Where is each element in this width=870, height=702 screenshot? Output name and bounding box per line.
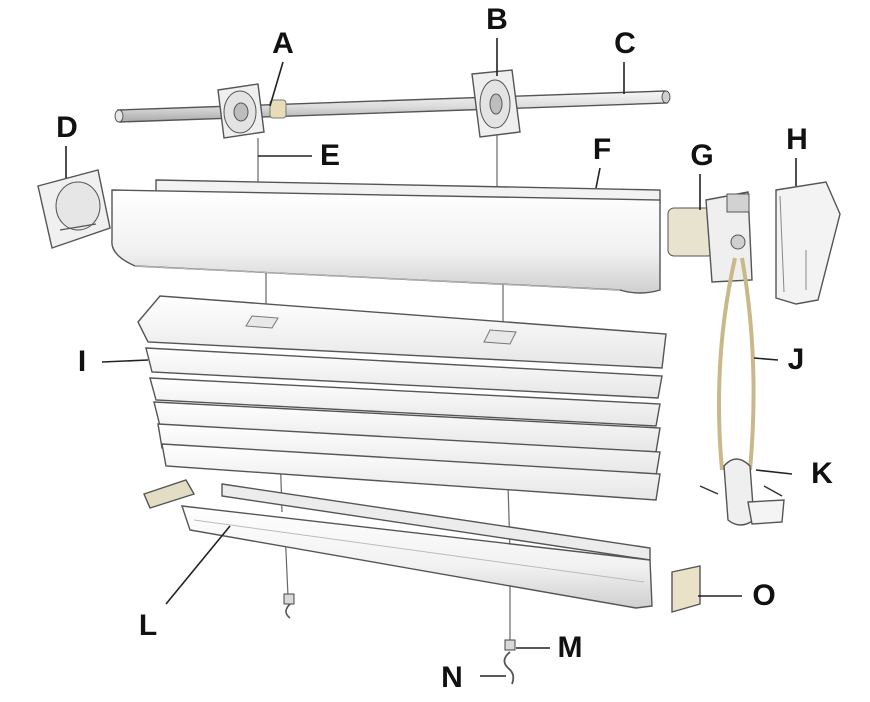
callout-k: K bbox=[811, 457, 833, 490]
right-end-cap bbox=[775, 181, 841, 305]
cord-tensioner bbox=[699, 458, 785, 526]
bottom-rail-end-cap-right bbox=[671, 565, 701, 613]
callout-j: J bbox=[787, 343, 805, 376]
left-end-cap bbox=[37, 169, 111, 249]
callout-o: O bbox=[752, 579, 776, 612]
cord-stop bbox=[283, 593, 516, 651]
cord-drum bbox=[217, 83, 287, 139]
callout-n: N bbox=[441, 661, 463, 694]
callout-e: E bbox=[319, 139, 341, 172]
callout-f: F bbox=[592, 133, 612, 166]
bottom-rail bbox=[180, 483, 653, 609]
tilt-mechanism bbox=[667, 191, 753, 283]
callout-h: H bbox=[786, 123, 808, 156]
callout-a: A bbox=[272, 27, 294, 60]
head-rail bbox=[111, 179, 661, 294]
slats bbox=[137, 295, 667, 501]
cord-drum-right bbox=[471, 69, 521, 138]
tilt-rod bbox=[114, 90, 671, 123]
callout-b: B bbox=[486, 3, 508, 36]
callout-i: I bbox=[77, 345, 87, 378]
callout-l: L bbox=[138, 609, 158, 642]
callout-d: D bbox=[56, 111, 78, 144]
pull-cord-loop bbox=[717, 257, 756, 471]
bottom-rail-end-cap bbox=[143, 479, 196, 509]
cord-hook bbox=[285, 603, 515, 685]
callout-g: G bbox=[690, 139, 714, 172]
callout-m: M bbox=[557, 631, 583, 664]
callout-c: C bbox=[614, 27, 636, 60]
leader-lines bbox=[65, 38, 797, 677]
